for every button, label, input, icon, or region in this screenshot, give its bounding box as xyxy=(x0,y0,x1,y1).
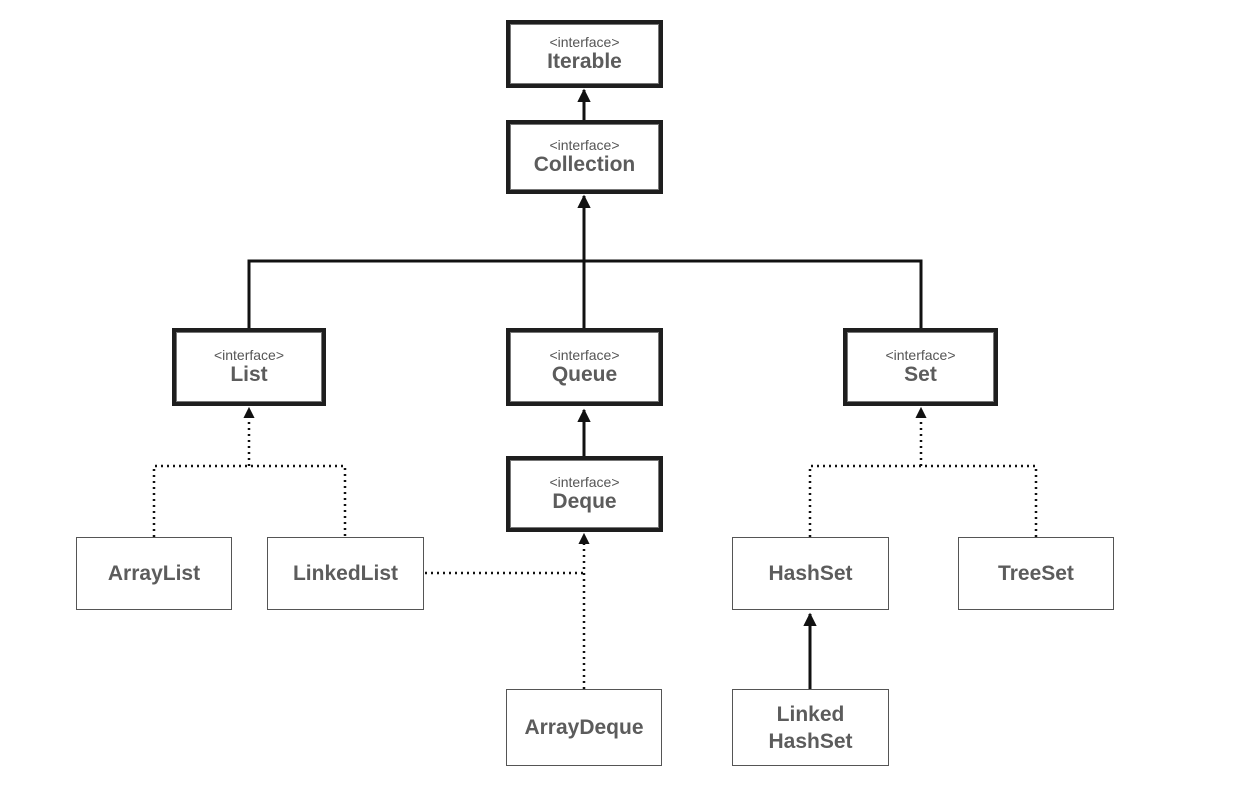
node-name: LinkedList xyxy=(292,562,398,585)
node-name: Set xyxy=(904,363,937,386)
node-name-line1: Linked xyxy=(776,702,845,726)
node-name: Collection xyxy=(533,153,636,176)
collection-interface-box: <interface> Collection xyxy=(506,120,663,194)
iterable-interface-box: <interface> Iterable xyxy=(506,20,663,88)
implements-line-arraylist xyxy=(152,464,347,537)
node-name: Iterable xyxy=(547,50,622,73)
stereotype-label: <interface> xyxy=(213,347,285,363)
arraylist-class-box: ArrayList xyxy=(76,537,232,610)
hashset-class-box: HashSet xyxy=(732,537,889,610)
set-interface-box: <interface> Set xyxy=(843,328,998,406)
queue-interface-box: <interface> Queue xyxy=(506,328,663,406)
node-name: HashSet xyxy=(768,562,853,585)
arraydeque-class-box: ArrayDeque xyxy=(506,689,662,766)
node-name: List xyxy=(230,363,268,386)
stereotype-label: <interface> xyxy=(549,474,620,490)
stereotype-label: <interface> xyxy=(549,137,620,153)
deque-interface-box: <interface> Deque xyxy=(506,456,663,532)
treeset-class-box: TreeSet xyxy=(958,537,1114,610)
linkedlist-class-box: LinkedList xyxy=(267,537,424,610)
implements-line-hashset xyxy=(808,464,1038,537)
node-name: Deque xyxy=(552,490,617,513)
node-name: TreeSet xyxy=(998,562,1074,585)
stereotype-label: <interface> xyxy=(885,347,956,363)
stereotype-label: <interface> xyxy=(549,347,620,363)
node-name: ArrayDeque xyxy=(524,716,644,739)
node-name-line2: HashSet xyxy=(768,729,853,753)
node-name: Queue xyxy=(551,363,618,386)
stereotype-label: <interface> xyxy=(549,34,620,50)
linkedhashset-class-box: Linked HashSet xyxy=(732,689,889,766)
list-interface-box: <interface> List xyxy=(172,328,326,406)
node-name: ArrayList xyxy=(107,562,201,585)
